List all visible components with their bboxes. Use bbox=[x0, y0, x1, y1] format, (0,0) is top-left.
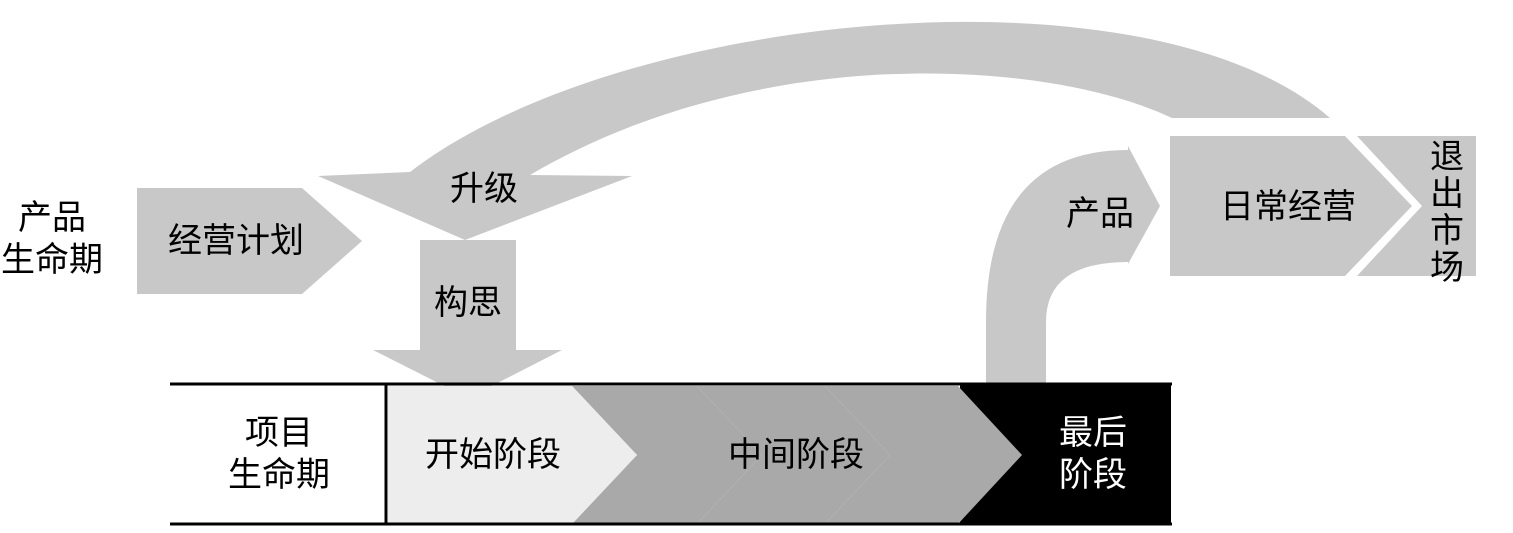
exit-market-chevron bbox=[1357, 136, 1476, 276]
project-lifecycle-label-2: 生命期 bbox=[228, 455, 330, 495]
middle-phase-chevron-2 bbox=[697, 386, 890, 524]
middle-phase-label: 中间阶段 bbox=[728, 435, 864, 475]
product-lifecycle-label-2: 生命期 bbox=[1, 240, 103, 280]
product-lifecycle-label-1: 产品 bbox=[18, 198, 86, 238]
product-arrow-label: 产品 bbox=[1066, 194, 1134, 234]
business-plan-label: 经营计划 bbox=[168, 221, 304, 261]
concept-label: 构思 bbox=[434, 283, 502, 323]
upgrade-arc-arrow bbox=[318, 21, 1330, 240]
project-lifecycle-label-1: 项目 bbox=[245, 413, 313, 453]
upgrade-label: 升级 bbox=[450, 169, 518, 209]
middle-phase-chevron-3 bbox=[825, 386, 1022, 524]
daily-operation-chevron bbox=[1170, 136, 1412, 276]
product-curved-arrow bbox=[986, 146, 1160, 386]
final-phase-label-1: 最后 bbox=[1059, 413, 1127, 453]
business-plan-chevron bbox=[137, 188, 362, 294]
exit-market-char-4: 场 bbox=[1430, 248, 1464, 288]
concept-down-arrow bbox=[373, 240, 562, 398]
middle-phase-chevron-1 bbox=[572, 386, 762, 524]
daily-operation-label: 日常经营 bbox=[1220, 187, 1356, 227]
start-phase-label: 开始阶段 bbox=[425, 435, 561, 475]
start-phase-chevron bbox=[388, 386, 637, 524]
exit-market-char-3: 市 bbox=[1430, 211, 1464, 251]
final-phase-label-2: 阶段 bbox=[1059, 455, 1127, 495]
exit-market-char-2: 出 bbox=[1430, 174, 1464, 214]
exit-market-char-1: 退 bbox=[1430, 137, 1464, 177]
